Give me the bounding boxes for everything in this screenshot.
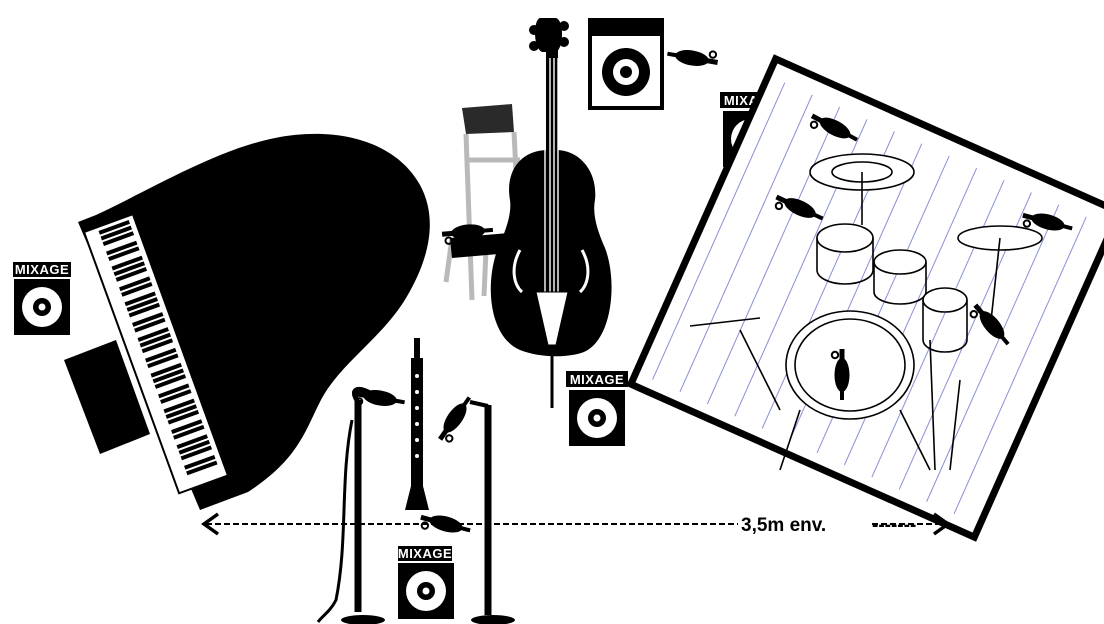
dimension-dash-suffix: -------	[872, 515, 916, 536]
grand-piano	[78, 134, 430, 510]
mic-stand-left	[318, 386, 406, 624]
dimension-label: 3,5m env.	[741, 515, 826, 536]
monitor-piano: MIXAGE	[13, 262, 71, 335]
clarinet	[405, 338, 429, 510]
amp-bass	[588, 18, 664, 110]
drum-kit	[631, 59, 1104, 537]
dimension-line: 3,5m env. -------	[204, 514, 948, 536]
svg-text:MIXAGE: MIXAGE	[398, 546, 452, 561]
mic-bass-amp	[666, 44, 719, 70]
monitor-bass: MIXAGE	[566, 371, 628, 446]
mic-clarinet	[418, 510, 472, 540]
monitor-front: MIXAGE	[398, 546, 454, 619]
svg-text:MIXAGE: MIXAGE	[15, 262, 69, 277]
svg-text:MIXAGE: MIXAGE	[570, 372, 624, 387]
